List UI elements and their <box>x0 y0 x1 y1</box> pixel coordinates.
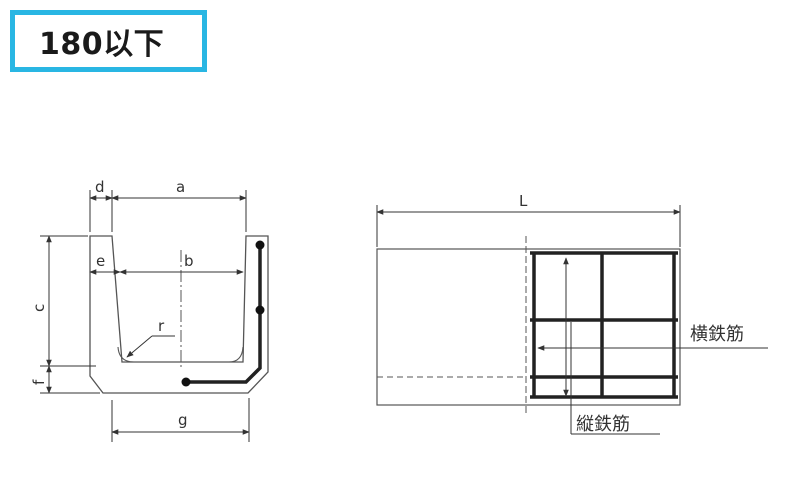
dimension-top <box>89 190 247 232</box>
dimension-L <box>376 205 681 247</box>
dim-label-b: b <box>184 252 194 270</box>
rebar-dot-bottom <box>181 377 191 387</box>
dimension-bottom <box>111 398 250 442</box>
dim-label-c: c <box>30 304 48 312</box>
u-section-outer-outline <box>89 235 269 394</box>
dim-label-r: r <box>158 317 165 335</box>
rebar-dot-mid <box>255 305 265 315</box>
rebar-dot-top <box>255 240 265 250</box>
rebar-grid <box>530 251 678 399</box>
leader-longitudinal <box>563 257 660 435</box>
dimension-r-leader <box>126 335 175 358</box>
side-view <box>376 236 681 415</box>
dim-label-g: g <box>178 411 188 429</box>
u-section <box>89 235 269 394</box>
dim-label-f: f <box>30 379 48 385</box>
u-section-rebar <box>186 243 262 384</box>
title-badge: 180以下 <box>10 10 207 72</box>
side-view-outline <box>376 248 681 406</box>
label-longitudinal-rebar: 縦鉄筋 <box>576 414 630 435</box>
dim-label-L: L <box>519 192 528 210</box>
dim-label-a: a <box>176 178 185 196</box>
dim-label-d: d <box>95 178 105 196</box>
inner-fillet-right <box>228 346 244 363</box>
title-text: 180以下 <box>39 27 165 62</box>
dim-label-e: e <box>96 252 105 270</box>
label-transverse-rebar: 横鉄筋 <box>690 324 744 345</box>
inner-fillet-left <box>117 346 135 363</box>
dimension-left <box>40 235 100 394</box>
